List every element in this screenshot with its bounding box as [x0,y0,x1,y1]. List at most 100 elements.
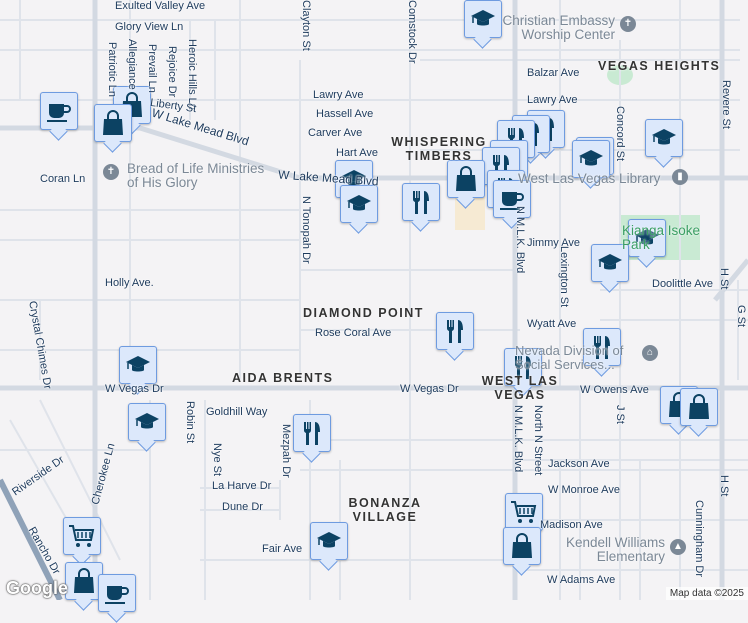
cart-marker[interactable] [63,517,101,555]
cart-icon [69,525,95,547]
street-label: G St [735,305,747,328]
school-marker[interactable] [572,140,610,178]
restaurant-marker[interactable] [583,328,621,366]
shopping-icon [456,166,476,191]
shopping-marker[interactable] [94,104,132,142]
street-label: Robin St [184,401,196,444]
street-label: Rejoice Dr [166,46,178,98]
street-label: N M.L.K. Blvd [514,206,526,274]
school-marker[interactable] [464,0,502,38]
school-icon [635,229,659,245]
place-label[interactable]: Nevada Division of Social Services... [515,343,624,372]
street-label: W Owens Ave [580,384,649,396]
street-label: Clayton St [300,0,312,51]
shopping-icon [512,533,532,558]
street-label: Exulted Valley Ave [115,0,206,12]
restaurant-icon [446,320,463,343]
google-logo: Google [6,578,68,598]
school-marker[interactable] [310,522,348,560]
school-icon [126,356,150,372]
school-marker[interactable] [119,346,157,384]
street-label: Hart Ave [336,147,378,159]
street-label: Cunningham Dr [693,500,705,578]
place-label[interactable]: West Las Vegas Library [518,171,661,186]
street-label: Lawry Ave [527,94,578,106]
restaurant-marker[interactable] [436,312,474,350]
street-label: Madison Ave [540,519,603,531]
street-label: Comstock Dr [406,0,418,64]
place-label[interactable]: Bread of Life Ministries of His Glory [127,161,265,190]
school-icon [598,254,622,270]
street-label: Lexington St [558,246,570,308]
street-label: H St [718,475,730,497]
coffee-marker[interactable] [98,574,136,612]
restaurant-icon [514,356,531,379]
coffee-icon [47,104,71,122]
street-label: Carver Ave [308,127,363,139]
neighborhood-label: AIDA BRENTS [232,371,334,385]
street-label: N M.L.K. Blvd [512,405,524,473]
street-label: Wyatt Ave [527,318,577,330]
government-icon: ⌂ [642,345,658,361]
school-icon [317,532,341,548]
street-label: H St [718,268,730,290]
street-label: Heroic Hills Ln [186,39,198,110]
street-label: Lawry Ave [313,89,364,101]
coffee-marker[interactable] [493,180,531,218]
street-label: W Monroe Ave [548,484,620,496]
street-label: Hassell Ave [316,108,374,120]
street-label: Doolittle Ave [652,278,713,290]
school-icon [579,150,603,166]
cart-icon [511,501,537,523]
neighborhood-label: VEGAS HEIGHTS [598,59,721,73]
street-label: W Vegas Dr [105,383,164,395]
cart-marker[interactable] [505,493,543,531]
coffee-icon [105,586,129,604]
restaurant-icon [412,191,429,214]
neighborhood-label: BONANZA VILLAGE [348,496,422,524]
school-marker[interactable] [128,403,166,441]
school-icon [135,413,159,429]
school-icon: ▲ [670,539,686,555]
shopping-marker[interactable] [65,562,103,600]
street-label: Glory View Ln [115,21,184,33]
shopping-marker[interactable] [680,388,718,426]
church-icon: ✝ [103,164,119,180]
neighborhood-label: WEST LAS VEGAS [481,374,559,402]
street-label: Holly Ave. [105,277,154,289]
neighborhood-label: WHISPERING TIMBERS [391,135,487,163]
coffee-marker[interactable] [40,92,78,130]
map-canvas[interactable] [0,0,748,600]
street-label: Rose Coral Ave [315,327,392,339]
street-label: Coran Ln [40,173,86,185]
street-label: Nye St [211,443,223,477]
restaurant-marker[interactable] [504,348,542,386]
school-marker[interactable] [340,185,378,223]
school-marker[interactable] [628,219,666,257]
attribution[interactable]: Map data ©2025 [665,587,748,600]
school-marker[interactable] [591,244,629,282]
shopping-marker[interactable] [503,527,541,565]
shopping-marker[interactable] [447,160,485,198]
shopping-icon [74,568,94,593]
street-label: Jackson Ave [548,458,610,470]
street-label: N Tonopah Dr [300,196,312,264]
school-icon [471,10,495,26]
restaurant-icon [593,336,610,359]
place-label[interactable]: Kendell Williams Elementary [565,535,665,564]
school-icon [342,170,366,186]
restaurant-icon [303,422,320,445]
restaurant-marker[interactable] [293,414,331,452]
place-label[interactable]: Christian Embassy Worship Center [502,13,615,42]
school-icon [347,195,371,211]
school-marker[interactable] [645,119,683,157]
street-label: Balzar Ave [527,67,580,79]
coffee-icon [500,192,524,210]
street-label: Concord St [614,106,626,162]
street-label: Goldhill Way [206,406,268,418]
street-label: Jimmy Ave [527,237,580,249]
park-label[interactable]: Kianga Isoke Park [622,223,701,252]
church-icon: ✝ [620,16,636,32]
restaurant-marker[interactable] [402,183,440,221]
shopping-icon [689,394,709,419]
